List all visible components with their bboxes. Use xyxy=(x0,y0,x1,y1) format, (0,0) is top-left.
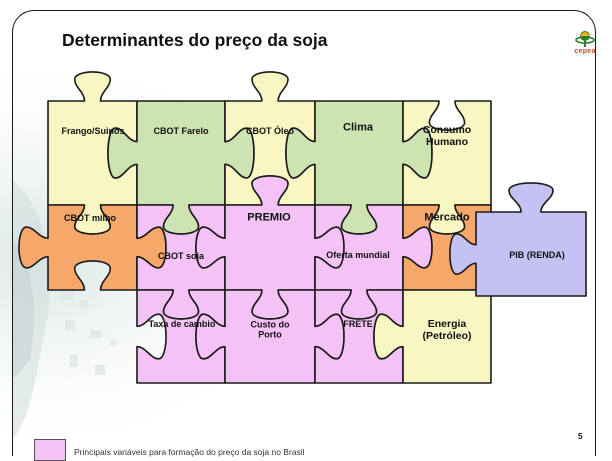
legend-text: Principais variáveis para formação do pr… xyxy=(74,447,305,457)
puzzle-label-clima: Clima xyxy=(343,121,373,134)
slide-title: Determinantes do preço da soja xyxy=(62,30,328,50)
puzzle-label-premio: PREMIO xyxy=(247,211,291,224)
puzzle-label-cbot-milho: CBOT milho xyxy=(64,212,116,223)
puzzle-label-frango-suinos: Frango/Suinos xyxy=(61,125,125,136)
puzzle-label-cbot-farelo: CBOT Farelo xyxy=(153,125,209,136)
puzzle-label-taxa-cambio: Taxa de cambio xyxy=(148,318,216,329)
puzzle-label-mercado: Mercado xyxy=(424,211,470,224)
puzzle-label-frete: FRETE xyxy=(343,318,373,329)
puzzle-label-pib-renda: PIB (RENDA) xyxy=(509,249,565,260)
puzzle-label-cbot-soja: CBOT soja xyxy=(157,250,205,261)
page-number: 5 xyxy=(578,432,583,441)
puzzle-label-cbot-oleo: CBOT Óleo xyxy=(245,125,295,136)
legend-swatch xyxy=(34,439,66,461)
puzzle-label-energia: Energia(Petróleo) xyxy=(422,317,472,342)
puzzle-label-oferta-mundial: Oferta mundial xyxy=(326,249,390,260)
slide-frame xyxy=(12,10,596,456)
logo-wordmark: cepea xyxy=(574,48,596,55)
puzzle-piece-pib-renda xyxy=(449,182,587,297)
cepea-logo-icon xyxy=(575,31,595,47)
puzzle-piece-energia xyxy=(373,289,492,384)
